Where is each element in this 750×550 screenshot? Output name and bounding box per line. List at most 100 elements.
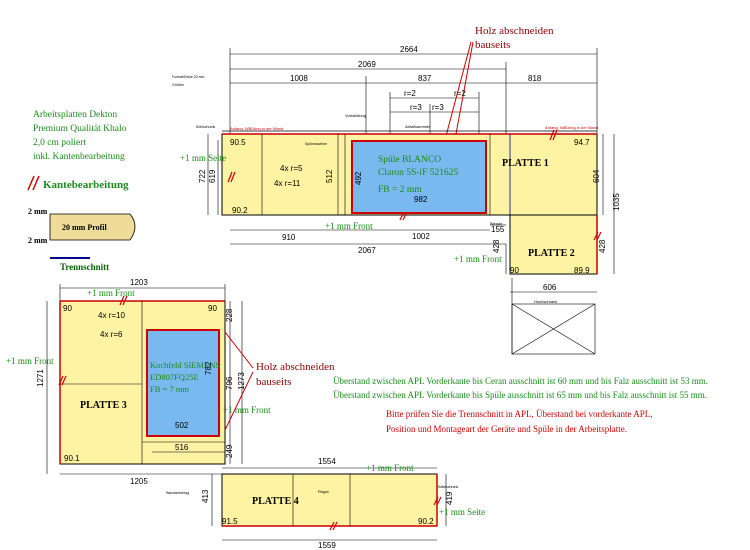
label-blende: Blende — [490, 221, 503, 226]
top-left-dim-lines — [207, 134, 219, 215]
dim-606: 606 — [543, 283, 557, 292]
dim-428b: 428 — [598, 239, 607, 253]
dim-r2b: r=2 — [454, 89, 466, 98]
slab-label-p3: PLATTE 3 — [80, 400, 127, 411]
dim-604: 604 — [592, 169, 601, 183]
size-header: Größen — [172, 83, 184, 87]
slab-platte-1 — [221, 130, 598, 216]
spec-line-4: inkl. Kantenbearbeitung — [33, 152, 125, 162]
dim-1035: 1035 — [612, 193, 621, 211]
radius-90-a: 90 — [510, 266, 519, 275]
dim-1002: 1002 — [412, 232, 430, 241]
dim-r6: 4x r=6 — [100, 330, 123, 339]
sink-line-1: Spüle BLANCO — [378, 155, 441, 165]
dim-837: 837 — [418, 74, 432, 83]
profile-label: 20 mm Profil — [62, 223, 108, 232]
dim-r5: 4x r=5 — [280, 164, 303, 173]
edge-cut-marks — [58, 129, 602, 531]
slab-platte-2 — [509, 214, 598, 275]
label-kuehl: Kühlschrank — [196, 125, 216, 129]
holz-leader-mid-b — [224, 371, 254, 431]
dim-1008: 1008 — [290, 74, 308, 83]
holz-note-mid-line1: Holz abschneiden — [256, 361, 335, 373]
dim-2067: 2067 — [358, 246, 376, 255]
spec-line-1: Arbeitsplatten Dekton — [33, 110, 117, 120]
dim-428a: 428 — [492, 239, 501, 253]
seite-note-top: +1 mm Seite — [180, 153, 226, 163]
dim-r3a: r=3 — [410, 103, 422, 112]
label-anstellung-1: Anfang, WBDkng in der Wand — [230, 126, 283, 131]
front-note-5: +1 mm Front — [223, 405, 271, 415]
sink-line-3: FB = 2 mm — [378, 185, 422, 195]
front-note-2: +1 mm Front — [454, 254, 502, 264]
label-vorkleidung: Vorkleidung — [345, 113, 366, 118]
radius-90-2: 90.2 — [232, 206, 248, 215]
hob-line-3: FB = 7 mm — [150, 384, 189, 394]
slab-platte-3 — [59, 300, 226, 465]
radius-90-b: 90 — [63, 304, 72, 313]
top-dimensions — [229, 48, 598, 135]
radius-90-2b: 90.2 — [418, 517, 434, 526]
front-note-4: +1 mm Front — [6, 356, 54, 366]
spec-line-3: 2,0 cm poliert — [33, 138, 86, 148]
label-regal: Regal — [318, 489, 329, 494]
check-note-2: Position und Montageart der Geräte und S… — [386, 424, 627, 434]
separation-label: Trennschnitt — [60, 262, 109, 272]
dim-249: 249 — [225, 444, 234, 458]
dim-1203: 1203 — [130, 278, 148, 287]
dim-419: 419 — [445, 491, 454, 505]
profile-shape — [49, 213, 136, 241]
spec-line-2: Premium Qualität Khalo — [33, 124, 127, 134]
radius-90-c: 90 — [208, 304, 217, 313]
dim-1559: 1559 — [318, 541, 336, 550]
p3-dim-lines — [46, 284, 243, 475]
hob-line-1: Kochfeld SIEMENS — [150, 360, 220, 370]
dim-796: 796 — [225, 376, 234, 390]
dim-155: 155 — [491, 225, 505, 234]
holz-note-mid-line2: bauseits — [256, 376, 291, 388]
dim-228: 228 — [225, 308, 234, 322]
dim-516: 516 — [175, 443, 189, 452]
dim-818: 818 — [528, 74, 542, 83]
dim-1273: 1273 — [237, 372, 246, 390]
label-anstellung-2: Anfang, WBDkng in der Wand — [545, 125, 598, 130]
holz-note-top-line2: bauseits — [475, 39, 510, 51]
label-spuel: Spülmaschine — [305, 142, 327, 146]
sink-width: 982 — [414, 195, 428, 204]
slab-label-p1: PLATTE 1 — [502, 158, 549, 169]
label-abfall: Abfallsammler — [405, 124, 431, 129]
hob-height: 782 — [204, 361, 213, 375]
front-note-6: +1 mm Front — [366, 463, 414, 473]
dim-r2a: r=2 — [404, 89, 416, 98]
sink-height: 492 — [354, 171, 363, 185]
format-header: Format/Dicke 20 mm — [172, 75, 205, 79]
dim-1271: 1271 — [36, 369, 45, 387]
radius-90-5: 90.5 — [230, 138, 246, 147]
hob-cutout — [146, 329, 220, 437]
dim-1205: 1205 — [130, 477, 148, 486]
holz-leader-mid-a — [224, 331, 254, 369]
hob-line-2: ED807FQ25E — [150, 372, 199, 382]
seite-note-bottom: +1 mm Seite — [439, 507, 485, 517]
label-kaelte: Kälteschrank — [438, 485, 458, 489]
sink-line-2: Claron 5S-iF 521625 — [378, 168, 458, 178]
dim-619: 619 — [208, 169, 217, 183]
sink-cutout — [351, 140, 487, 214]
hob-width: 502 — [175, 421, 189, 430]
ueberstand-note-1: Überstand zwischen APL Vorderkante bis C… — [333, 376, 708, 386]
dim-r10: 4x r=10 — [98, 311, 125, 320]
profile-bottom-label: 2 mm — [28, 236, 48, 245]
dim-512: 512 — [325, 169, 334, 183]
top-right-dim-lines — [602, 134, 615, 274]
front-note-3: +1 mm Front — [87, 288, 135, 298]
radius-94-7: 94.7 — [574, 138, 590, 147]
radius-89-9: 89.9 — [574, 266, 590, 275]
slab-platte-4 — [221, 473, 438, 527]
edge-title: Kantebearbeitung — [43, 179, 129, 191]
radius-90-1: 90.1 — [64, 454, 80, 463]
edge-cut-icon — [27, 175, 40, 191]
ueberstand-note-2: Überstand zwischen APL Vorderkante bis S… — [333, 390, 707, 400]
front-note-1: +1 mm Front — [325, 221, 373, 231]
tall-cabinet — [510, 278, 597, 355]
